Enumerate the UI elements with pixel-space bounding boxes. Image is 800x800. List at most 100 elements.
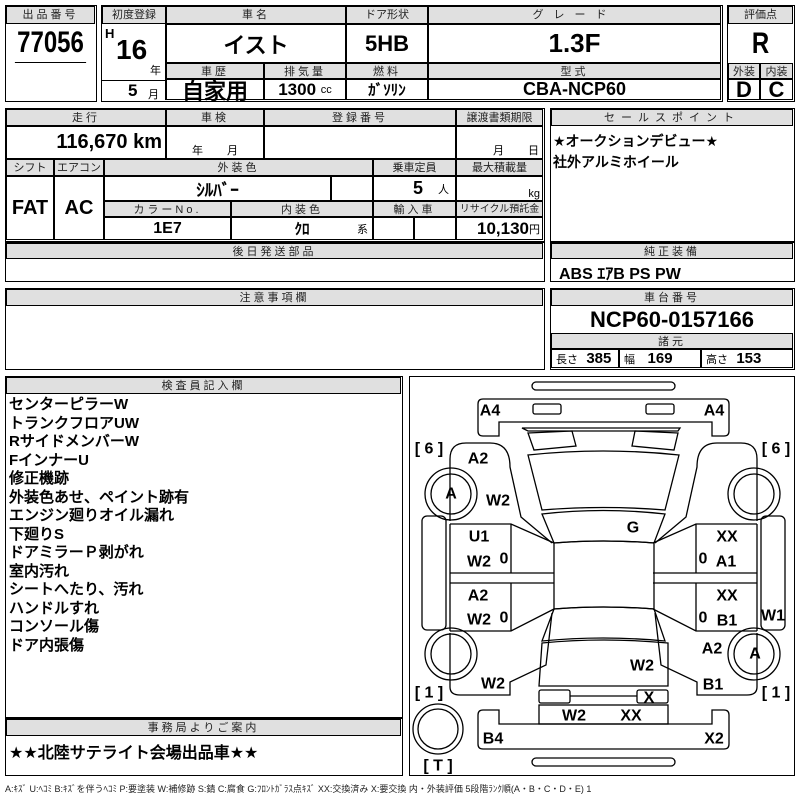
recycle-label: リサイクル預託金 [456, 201, 543, 217]
office-box: 事務局よりご案内 ★★北陸サテライト会場出品車★★ [5, 718, 403, 776]
import-a [373, 217, 414, 240]
damage-mark-bumper-rl: B4 [483, 731, 504, 748]
roof [553, 540, 655, 610]
cowl [541, 509, 666, 544]
inspector-label: 検査員記入欄 [6, 377, 401, 394]
inspector-note: 下廻りS [9, 525, 65, 543]
door-label: ドア形状 [346, 6, 428, 24]
import-b [414, 217, 456, 240]
doors-right [652, 523, 758, 632]
wheels [412, 467, 781, 755]
damage-mark-fender-rr2: B1 [703, 677, 724, 694]
chassis-number: NCP60-0157166 [590, 306, 754, 332]
doors-left [449, 523, 555, 632]
inspector-note: FインナーU [9, 451, 89, 469]
length-label: 長さ [556, 353, 578, 366]
later-parts-label: 後日発送部品 [6, 243, 543, 259]
lot-box: 出品番号 77056 [5, 5, 97, 102]
sales-point: ★オークションデビュー★ [553, 133, 719, 149]
model-label: 型式 [428, 63, 721, 79]
equipment-label: 純正装備 [551, 243, 793, 259]
front-bumper-bar [531, 381, 676, 391]
damage-mark-fender-fl2: W2 [486, 493, 510, 510]
front-bumper [477, 398, 730, 437]
sill-right [760, 515, 786, 631]
mileage-unit: km [133, 131, 162, 153]
int-color-unit: 系 [357, 224, 368, 236]
reg-no [264, 126, 456, 159]
chassis-label: 車台番号 [551, 289, 793, 306]
damage-mark-wheel-fl: A [445, 486, 457, 503]
tire-tread-fr: [ 6 ] [762, 441, 790, 458]
damage-mark-light-r: X [644, 690, 655, 707]
score-box: 評価点 R 外装 内装 D C [727, 5, 795, 102]
inspector-note: 外装色あせ、ペイント跡有 [9, 488, 190, 506]
year: 16 [116, 34, 148, 65]
damage-mark-door-fr-mirror: 0 [699, 551, 708, 568]
height-value: 153 [736, 350, 762, 367]
damage-mark-door-fl2: W2 [467, 554, 491, 571]
displacement-value: 1300 [278, 79, 317, 99]
ext-color-label: 外装色 [104, 159, 373, 176]
inspector-note: エンジン廻りオイル漏れ [9, 507, 175, 524]
import-label: 輸入車 [373, 201, 456, 217]
headlight-left [532, 403, 562, 415]
tire-tread-rl: [ 1 ] [415, 685, 443, 702]
damage-mark-rear-panel2: XX [620, 708, 642, 725]
recycle-unit: 円 [529, 223, 540, 236]
rear-bumper-bar [531, 757, 676, 767]
int-label: 内装 [760, 63, 793, 79]
inspector-note: コンソール傷 [9, 618, 100, 635]
car-name-label: 車名 [166, 6, 346, 24]
damage-mark-bumper-rr: X2 [704, 731, 724, 748]
ext-color: ｼﾙﾊﾞｰ [104, 176, 331, 201]
max-load: kg [456, 176, 543, 201]
vehicle-box: 初度登録 車名 ドア形状 グレード H 16 年 5 月 イスト 5HB 1.3… [101, 5, 723, 104]
fender-rear-right [654, 612, 758, 696]
ext-label: 外装 [728, 63, 760, 79]
damage-mark-front-r: A4 [704, 403, 725, 420]
damage-mark-wheel-rr: A [749, 646, 761, 663]
capacity: 5 人 [373, 176, 456, 201]
door-type: 5HB [346, 24, 428, 63]
fender-front-right [654, 442, 758, 544]
grade: 1.3F [428, 24, 721, 63]
month: 5 [128, 81, 138, 100]
lot-number: 77056 [14, 24, 87, 63]
fender-rear-left [449, 612, 553, 696]
damage-mark-door-fl-mirror: 0 [500, 551, 509, 568]
capacity-unit: 人 [438, 183, 449, 196]
specs-label: 諸元 [551, 333, 793, 349]
details-box: 走行 車検 登録番号 譲渡書類期限 116,670 km 年月 月日 シフト エ… [5, 108, 545, 242]
windshield [527, 450, 680, 511]
width: 幅 169 [619, 349, 701, 368]
damage-mark-fender-fl: A2 [468, 451, 489, 468]
office-message: ★★北陸サテライト会場出品車★★ [9, 745, 259, 762]
inspector-note: ハンドルすれ [9, 599, 100, 617]
ac-label: エアコン [54, 159, 104, 176]
office-label: 事務局よりご案内 [6, 719, 401, 736]
transfer: 月日 [456, 126, 543, 159]
tire-tread-rr: [ 1 ] [762, 685, 790, 702]
inspector-note: シートへたり、汚れ [9, 581, 144, 598]
trunk [538, 639, 669, 687]
fuel: ｶﾞｿﾘﾝ [346, 79, 428, 100]
history-label: 車歴 [166, 63, 264, 79]
displacement: 1300 cc [264, 79, 346, 100]
era: H [105, 26, 115, 41]
transfer-day: 日 [528, 145, 539, 157]
damage-mark-door-rr1: XX [716, 588, 738, 605]
damage-mark-door-rr-mirror: 0 [699, 610, 708, 627]
damage-mark-glass: G [627, 520, 639, 537]
ext-color-extra [331, 176, 373, 201]
color-no: 1E7 [104, 217, 231, 240]
damage-mark-door-rl1: A2 [468, 588, 489, 605]
inspection-month: 月 [227, 145, 238, 157]
transfer-label: 譲渡書類期限 [456, 109, 543, 126]
hood-front [521, 427, 682, 432]
taillight-left [538, 689, 571, 704]
max-load-unit: kg [528, 188, 540, 200]
inspector-note: センターピラーW [9, 396, 129, 413]
